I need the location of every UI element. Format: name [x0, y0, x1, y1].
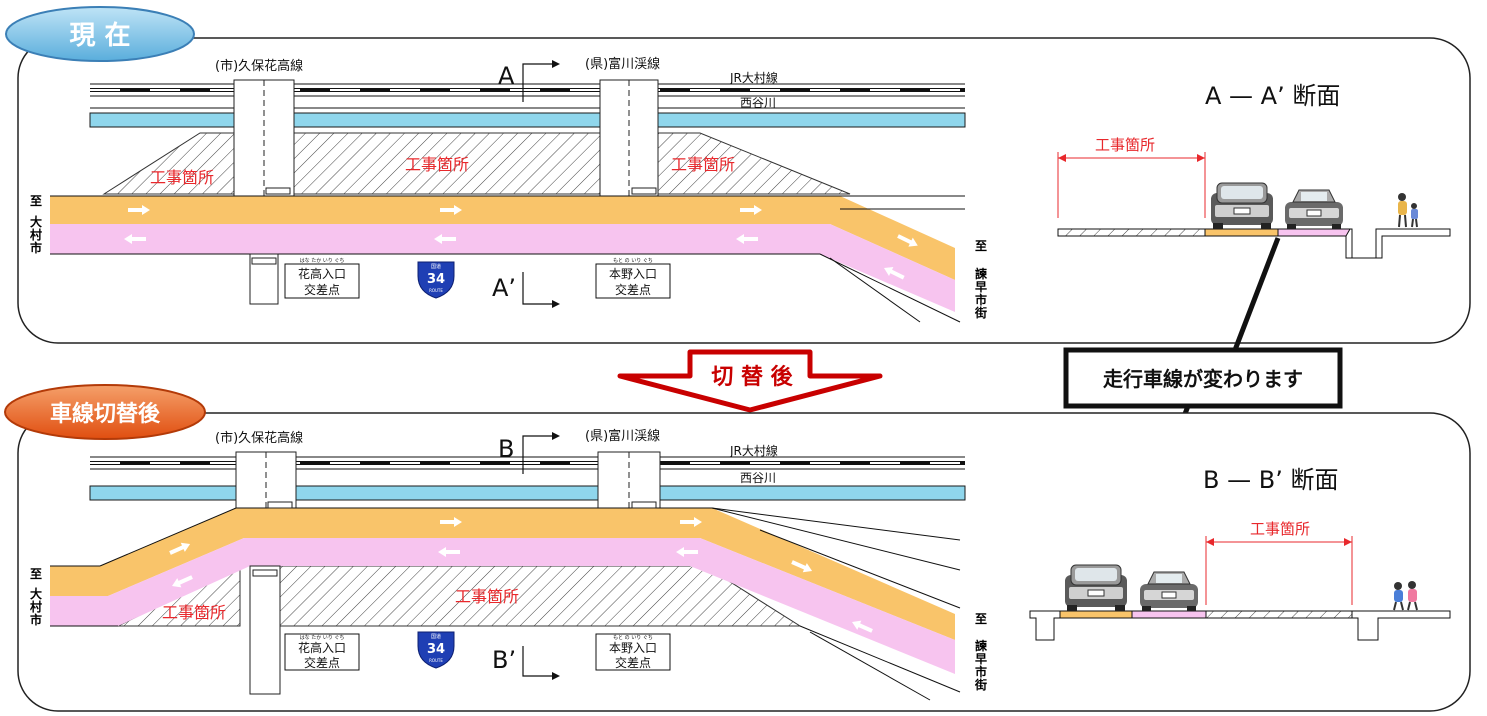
svg-text:市: 市: [975, 292, 987, 307]
bottom-panel-label-bg: [4, 384, 206, 440]
river-label: 西谷川: [740, 96, 776, 110]
right-destination-b: 至 諫 早 市 街: [974, 612, 988, 692]
cross-road-right: [599, 79, 659, 197]
bottom-panel: 車線切替後: [4, 384, 1471, 712]
intersection-left: はな たか いり ぐち 花高入口 交差点: [284, 257, 360, 299]
svg-text:交差点: 交差点: [615, 282, 651, 297]
svg-text:大: 大: [30, 586, 42, 601]
callout-text: 走行車線が変わります: [1103, 367, 1303, 391]
right-destination: 至 諫 早 市 街: [974, 239, 988, 320]
svg-text:市: 市: [30, 612, 42, 627]
route-34-badge: 国道 34 ROUTE: [417, 261, 455, 299]
cross-road-left: [233, 79, 295, 197]
section-marker-prime: A’: [492, 274, 516, 302]
svg-text:街: 街: [974, 305, 987, 320]
svg-text:花高入口: 花高入口: [298, 640, 346, 655]
lane-westbound-b: [50, 538, 955, 674]
river: [89, 112, 966, 128]
rail-label-b: JR大村線: [729, 443, 778, 458]
svg-text:花高入口: 花高入口: [298, 266, 346, 281]
svg-text:村: 村: [30, 227, 42, 242]
cross-section-title: A — A’ 断面: [1205, 82, 1340, 110]
transition-arrow: 切 替 後: [617, 349, 883, 413]
bottom-panel-label: 車線切替後: [50, 401, 161, 427]
left-destination-b: 至 大 村 市: [30, 567, 42, 627]
svg-text:至: 至: [30, 194, 42, 208]
rail-label: JR大村線: [729, 70, 778, 85]
lane-westbound: [50, 224, 955, 312]
svg-text:34: 34: [427, 272, 445, 287]
intersection-right-b: もと の いり ぐち 本野入口 交差点: [595, 633, 671, 671]
callout-arrow-up: [1232, 237, 1281, 351]
svg-text:村: 村: [30, 599, 42, 614]
svg-text:もと の いり ぐち: もと の いり ぐち: [613, 258, 653, 264]
callout-box: [1063, 347, 1343, 409]
road-right-label: (県)富川渓線: [585, 56, 660, 72]
svg-text:諫: 諫: [975, 266, 988, 281]
svg-text:至: 至: [975, 612, 987, 626]
svg-text:交差点: 交差点: [304, 282, 340, 297]
top-panel: 現 在: [5, 6, 1471, 344]
work-label-1: 工事箇所: [150, 168, 214, 187]
svg-text:早: 早: [975, 280, 987, 294]
svg-text:大: 大: [30, 214, 42, 229]
top-panel-label: 現 在: [69, 21, 130, 51]
svg-text:交差点: 交差点: [615, 655, 651, 670]
svg-text:工事箇所: 工事箇所: [1250, 520, 1310, 538]
route-34-badge-b: 国道 34 ROUTE: [417, 631, 455, 669]
lane-eastbound-b: [50, 508, 955, 640]
svg-text:市: 市: [975, 664, 987, 679]
intersection-left-b: はな たか いり ぐち 花高入口 交差点: [284, 633, 360, 671]
intersection-right: もと の いり ぐち 本野入口 交差点: [595, 258, 671, 299]
svg-text:至: 至: [30, 567, 42, 581]
cross-section-b: 工事箇所: [1029, 520, 1451, 641]
svg-text:ROUTE: ROUTE: [429, 658, 443, 663]
top-panel-label-bg: [5, 6, 195, 62]
work-label-2: 工事箇所: [405, 155, 469, 174]
svg-text:国道: 国道: [431, 633, 441, 640]
section-marker: A: [498, 62, 515, 90]
section-marker-b: B: [498, 435, 514, 463]
svg-text:早: 早: [975, 652, 987, 666]
lane-eastbound: [50, 196, 955, 280]
road-right-label-b: (県)富川渓線: [585, 428, 660, 444]
svg-text:交差点: 交差点: [304, 655, 340, 670]
work-label-b2: 工事箇所: [455, 587, 519, 606]
cross-section-a: 工事箇所: [1057, 136, 1451, 259]
svg-text:街: 街: [974, 677, 987, 692]
svg-text:諫: 諫: [975, 638, 988, 653]
left-destination: 至 大 村 市: [30, 194, 42, 255]
svg-text:国道: 国道: [431, 263, 441, 270]
work-label-b1: 工事箇所: [162, 603, 226, 622]
river-b: [89, 485, 966, 501]
river-label-b: 西谷川: [740, 471, 776, 485]
svg-text:至: 至: [975, 239, 987, 253]
work-label-3: 工事箇所: [671, 155, 735, 174]
svg-text:はな たか いり ぐち: はな たか いり ぐち: [300, 257, 345, 264]
section-marker-b-prime: B’: [492, 646, 516, 674]
svg-text:ROUTE: ROUTE: [429, 288, 443, 293]
road-left-label: (市)久保花高線: [215, 58, 303, 74]
road-left-label-b: (市)久保花高線: [215, 430, 303, 446]
svg-text:もと の いり ぐち: もと の いり ぐち: [613, 635, 653, 641]
transition-label: 切 替 後: [711, 364, 793, 390]
svg-text:34: 34: [427, 642, 445, 657]
svg-text:本野入口: 本野入口: [609, 641, 657, 655]
svg-text:工事箇所: 工事箇所: [1095, 136, 1155, 154]
svg-text:市: 市: [30, 240, 42, 255]
cross-section-title-b: B — B’ 断面: [1203, 466, 1338, 494]
svg-text:はな たか いり ぐち: はな たか いり ぐち: [300, 634, 345, 641]
svg-text:本野入口: 本野入口: [609, 267, 657, 281]
